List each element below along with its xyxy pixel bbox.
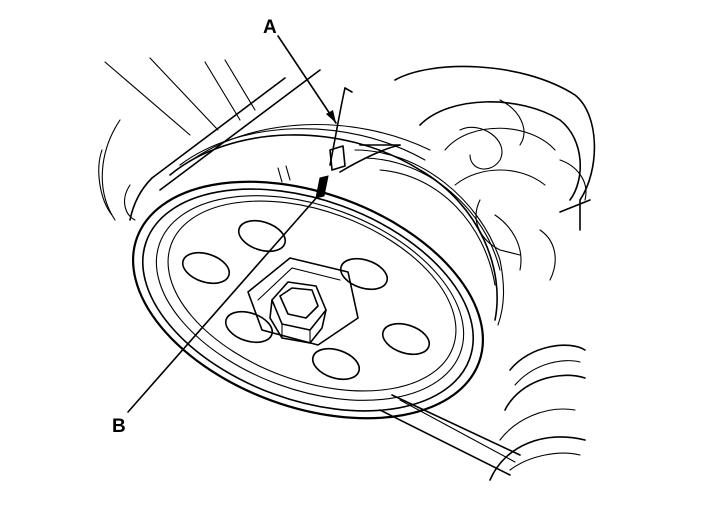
pulley-holes xyxy=(181,219,431,381)
crankshaft-pulley xyxy=(132,124,505,420)
callout-label-a: A xyxy=(263,17,277,38)
timing-pointer xyxy=(329,87,401,173)
upper-accessory-pulley xyxy=(394,65,596,281)
pulley-timing-mark xyxy=(315,175,329,199)
engine-block-background xyxy=(98,57,256,221)
pulley-bolt xyxy=(247,257,359,346)
leader-line-b xyxy=(127,195,319,413)
callout-label-b: B xyxy=(112,416,126,437)
leader-line-a xyxy=(277,35,337,124)
lower-accessory-pulley xyxy=(489,344,586,481)
